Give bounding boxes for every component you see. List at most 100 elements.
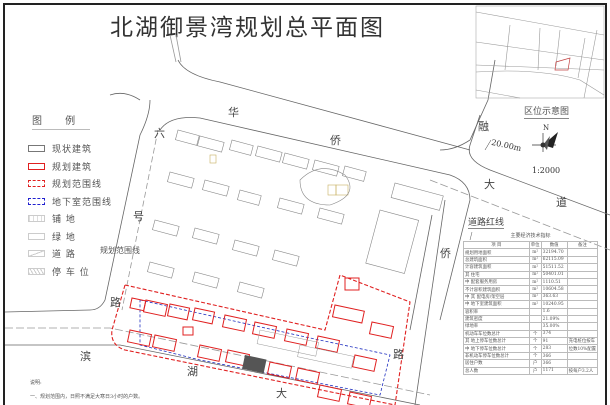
cell-value: 35.00% [540,322,568,331]
road-label-east-2: 路 [393,348,404,361]
cell-item: 计容建筑面积 [463,263,530,272]
legend-item-existing-building: 现状建筑 [28,140,112,158]
drawing-title: 北湖御景湾规划总平面图 [110,15,385,41]
boundary-label: 规划范围线 [100,246,140,255]
legend-item-planned-building: 规划建筑 [28,158,112,176]
cell-item: 中 配套服务用房 [463,277,530,287]
cell-unit: 户 [528,366,542,376]
road-label-west-2: 号 [133,210,144,223]
cell-item: 总建筑面积 [463,255,530,265]
paving-swatch-icon [28,215,45,223]
table-caption: 主要经济技术指标 [510,233,551,239]
cell-item: 其 地上停车位数总计 [463,337,530,346]
cell-value: 363.63 [540,292,568,302]
cell-note [566,329,599,339]
road-label-ne-3: 道 [556,196,567,209]
cell-value: 1.6 [540,307,568,316]
cell-note [566,322,599,331]
cell-unit: m² [528,263,542,272]
cell-note [566,263,599,272]
cell-unit: m² [528,255,542,265]
north-arrow-icon [532,132,558,152]
table-row: 建筑密度 21.09% [463,314,599,324]
cell-unit [528,322,542,331]
cell-note [566,277,599,287]
legend-item-parking: 停 车 位 [28,263,112,281]
cell-item: 机动车车位数总计 [463,329,530,339]
cell-unit: m² [528,270,542,279]
cell-item: 总人数 [463,366,530,376]
cell-value: 283 [540,344,568,353]
legend-item-planning-boundary: 规划范围线 [28,175,112,193]
road-swatch-icon [28,250,45,258]
cell-note: 位数10%配置 [566,344,599,353]
road-redline-label: 道路红线 [468,215,505,229]
cell-value: 366 [540,351,568,361]
note-item: 一、规划范围内，日照不满足大寒日3小时的户数。 [30,394,144,400]
cell-value: 374 [540,329,568,339]
road-label-north-1: 华 [228,106,239,119]
cell-value: 10604.58 [540,285,568,294]
location-map-title: 区位示意图 [524,104,570,119]
parking-swatch-icon [28,267,45,275]
cell-item: 非机动车停车位数总计 [463,351,530,361]
road-label-ne-2: 大 [484,178,495,191]
cell-value: 366 [540,359,568,368]
cell-item: 不计容积建筑面积 [463,285,530,294]
cell-value: 1110.51 [540,277,568,287]
cell-note [566,248,599,257]
road-label-east-1: 侨 [440,247,451,260]
cell-note: 充电桩位按车 [566,337,599,346]
cell-value: 50401.01 [540,270,568,279]
cell-value: 1171 [540,366,568,376]
legend-item-basement-boundary: 地下室范围线 [28,193,112,211]
notes-heading: 说明: [30,380,42,386]
cell-item: 中 其 配电房/架空层 [463,292,530,302]
cell-item: 建筑密度 [463,314,530,324]
cell-item: 其 住宅 [463,270,530,279]
table-header-row: 项 目 单位 数值 备注 [463,240,599,250]
cell-value: 21.09% [540,314,568,324]
cell-unit: m² [528,248,542,257]
basement-boundary-swatch-icon [28,197,45,205]
cell-value: 51511.52 [540,263,568,272]
cell-value: 91 [540,337,568,346]
cell-unit: m² [528,300,542,309]
existing-building-swatch-icon [28,145,45,153]
notes: 说明: 一、规划范围内，日照不满足大寒日3小时的户数。 [30,379,143,405]
cell-note [566,300,599,309]
road-label-ne-1: 融 [478,120,489,133]
road-label-south-3: 大 [276,387,287,400]
cell-unit: 个 [528,337,542,346]
cell-value: 62115.09 [540,255,568,265]
cell-unit: 个 [528,344,542,353]
road-label-west-3: 路 [110,296,121,309]
planning-boundary-swatch-icon [28,180,45,188]
cell-item: 中 地下停车位数总计 [463,344,530,353]
legend-item-paving: 铺 地 [28,210,112,228]
legend-item-road: 道 路 [28,245,112,263]
cell-unit: 个 [528,329,542,339]
cell-item: 规划用地面积 [463,248,530,257]
scale-label: 1:2000 [532,166,561,175]
compass-north-label: N [543,124,550,132]
cell-note [566,351,599,361]
road-label-north-2: 侨 [330,134,341,147]
road-label-south-1: 滨 [80,350,91,363]
cell-unit: m² [528,292,542,302]
cell-item: 中 地下室建筑面积 [463,300,530,309]
cell-unit: m² [528,277,542,287]
greenland-swatch-icon [28,232,45,240]
